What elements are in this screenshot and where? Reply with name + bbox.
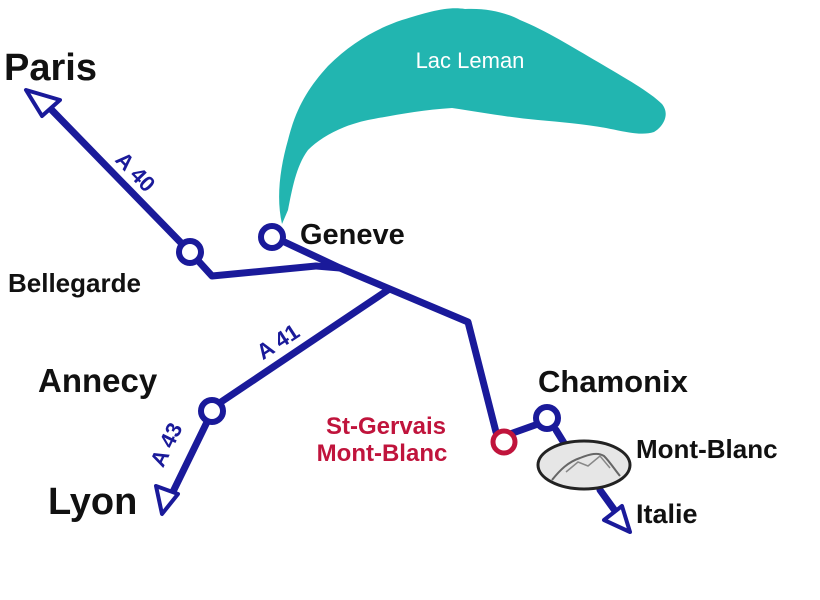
city-label-italie: Italie	[636, 499, 698, 529]
city-label-annecy: Annecy	[38, 362, 158, 399]
city-label-lyon: Lyon	[48, 481, 137, 523]
road-label-a40: A 40	[111, 147, 161, 197]
node-stgervais	[490, 428, 518, 456]
road-junction-stgervais	[312, 262, 500, 436]
road-a41	[214, 286, 392, 408]
node-bellegarde	[176, 238, 204, 266]
road-a40	[38, 96, 192, 254]
lake-leman	[279, 8, 666, 224]
road-label-a43: A 43	[145, 419, 187, 471]
city-label-paris: Paris	[4, 47, 97, 89]
highlight-label-line2: Mont-Blanc	[317, 440, 448, 467]
city-label-bellegarde: Bellegarde	[8, 268, 141, 298]
node-geneve	[258, 223, 286, 251]
city-label-mont-blanc: Mont-Blanc	[636, 434, 778, 464]
road-stgervais-chamonix	[506, 420, 542, 438]
arrow-paris-icon	[24, 88, 62, 118]
road-a43	[164, 416, 212, 506]
city-label-geneve: Geneve	[300, 219, 405, 251]
city-label-chamonix: Chamonix	[538, 364, 689, 399]
mont-blanc-icon	[536, 439, 632, 491]
road-geneve-junction	[272, 234, 344, 272]
road-label-a41: A 41	[252, 319, 304, 365]
lake-label: Lac Leman	[416, 48, 525, 73]
arrow-italie-icon	[602, 504, 632, 534]
node-annecy	[198, 397, 226, 425]
node-chamonix	[533, 404, 561, 432]
arrow-lyon-icon	[154, 484, 180, 516]
highlight-label-line1: St-Gervais	[326, 413, 446, 440]
road-bellegarde-junction	[188, 250, 320, 280]
